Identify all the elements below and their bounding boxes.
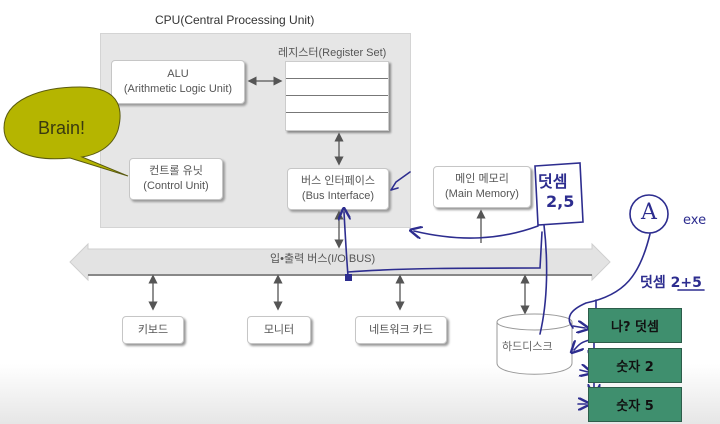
hard-disk-label: 하드디스크 <box>502 341 553 353</box>
main-memory-full-name: (Main Memory) <box>445 188 519 200</box>
io-bus-arrow <box>69 242 611 282</box>
program-block-label: 숫자 5 <box>616 399 654 414</box>
brain-callout-text: Brain! <box>38 118 86 138</box>
bus-interface-box: 버스 인터페이스 (Bus Interface) <box>287 168 389 210</box>
main-memory-name: 메인 메모리 <box>455 173 509 185</box>
device-monitor: 모니터 <box>247 316 311 344</box>
bus-interface-name: 버스 인터페이스 <box>301 175 375 187</box>
bus-interface-full-name: (Bus Interface) <box>301 190 375 202</box>
register-set-title: 레지스터(Register Set) <box>278 47 387 59</box>
control-unit-box: 컨트롤 유닛 (Control Unit) <box>129 158 223 200</box>
brain-callout-bubble <box>3 86 129 177</box>
program-extension: exe <box>683 213 707 228</box>
main-memory-box: 메인 메모리 (Main Memory) <box>433 166 531 208</box>
device-label: 네트워크 카드 <box>369 323 433 336</box>
register-row <box>286 79 388 96</box>
device-keyboard: 키보드 <box>122 316 184 344</box>
program-block: 숫자 5 <box>588 387 682 422</box>
io-bus-label: 입•출력 버스(I/O BUS) <box>270 253 376 265</box>
alu-box: ALU (Arithmetic Logic Unit) <box>111 60 245 104</box>
memory-note-line2: 2,5 <box>546 192 575 211</box>
program-block: 숫자 2 <box>588 348 682 383</box>
hard-disk-cylinder <box>496 313 573 375</box>
alu-full-name: (Arithmetic Logic Unit) <box>123 83 233 95</box>
program-block-label: 숫자 2 <box>616 360 654 375</box>
handwritten-annotations <box>344 162 705 404</box>
register-row <box>286 62 388 79</box>
program-circle-letter: A <box>641 200 657 225</box>
alu-name: ALU <box>167 68 189 80</box>
program-block-label: 나? 덧셈 <box>611 320 659 335</box>
register-row <box>286 96 388 113</box>
device-label: 키보드 <box>137 323 169 336</box>
program-note: 덧셈 2+5 <box>640 275 702 291</box>
control-unit-name: 컨트롤 유닛 <box>149 165 203 177</box>
device-label: 모니터 <box>263 323 295 336</box>
register-set <box>285 61 389 131</box>
device-network-card: 네트워크 카드 <box>355 316 447 344</box>
memory-note-line1: 덧셈 <box>538 172 568 191</box>
program-block: 나? 덧셈 <box>588 308 682 343</box>
cursor-marker <box>345 274 352 281</box>
cpu-title: CPU(Central Processing Unit) <box>155 13 315 27</box>
control-unit-full-name: (Control Unit) <box>143 180 209 192</box>
